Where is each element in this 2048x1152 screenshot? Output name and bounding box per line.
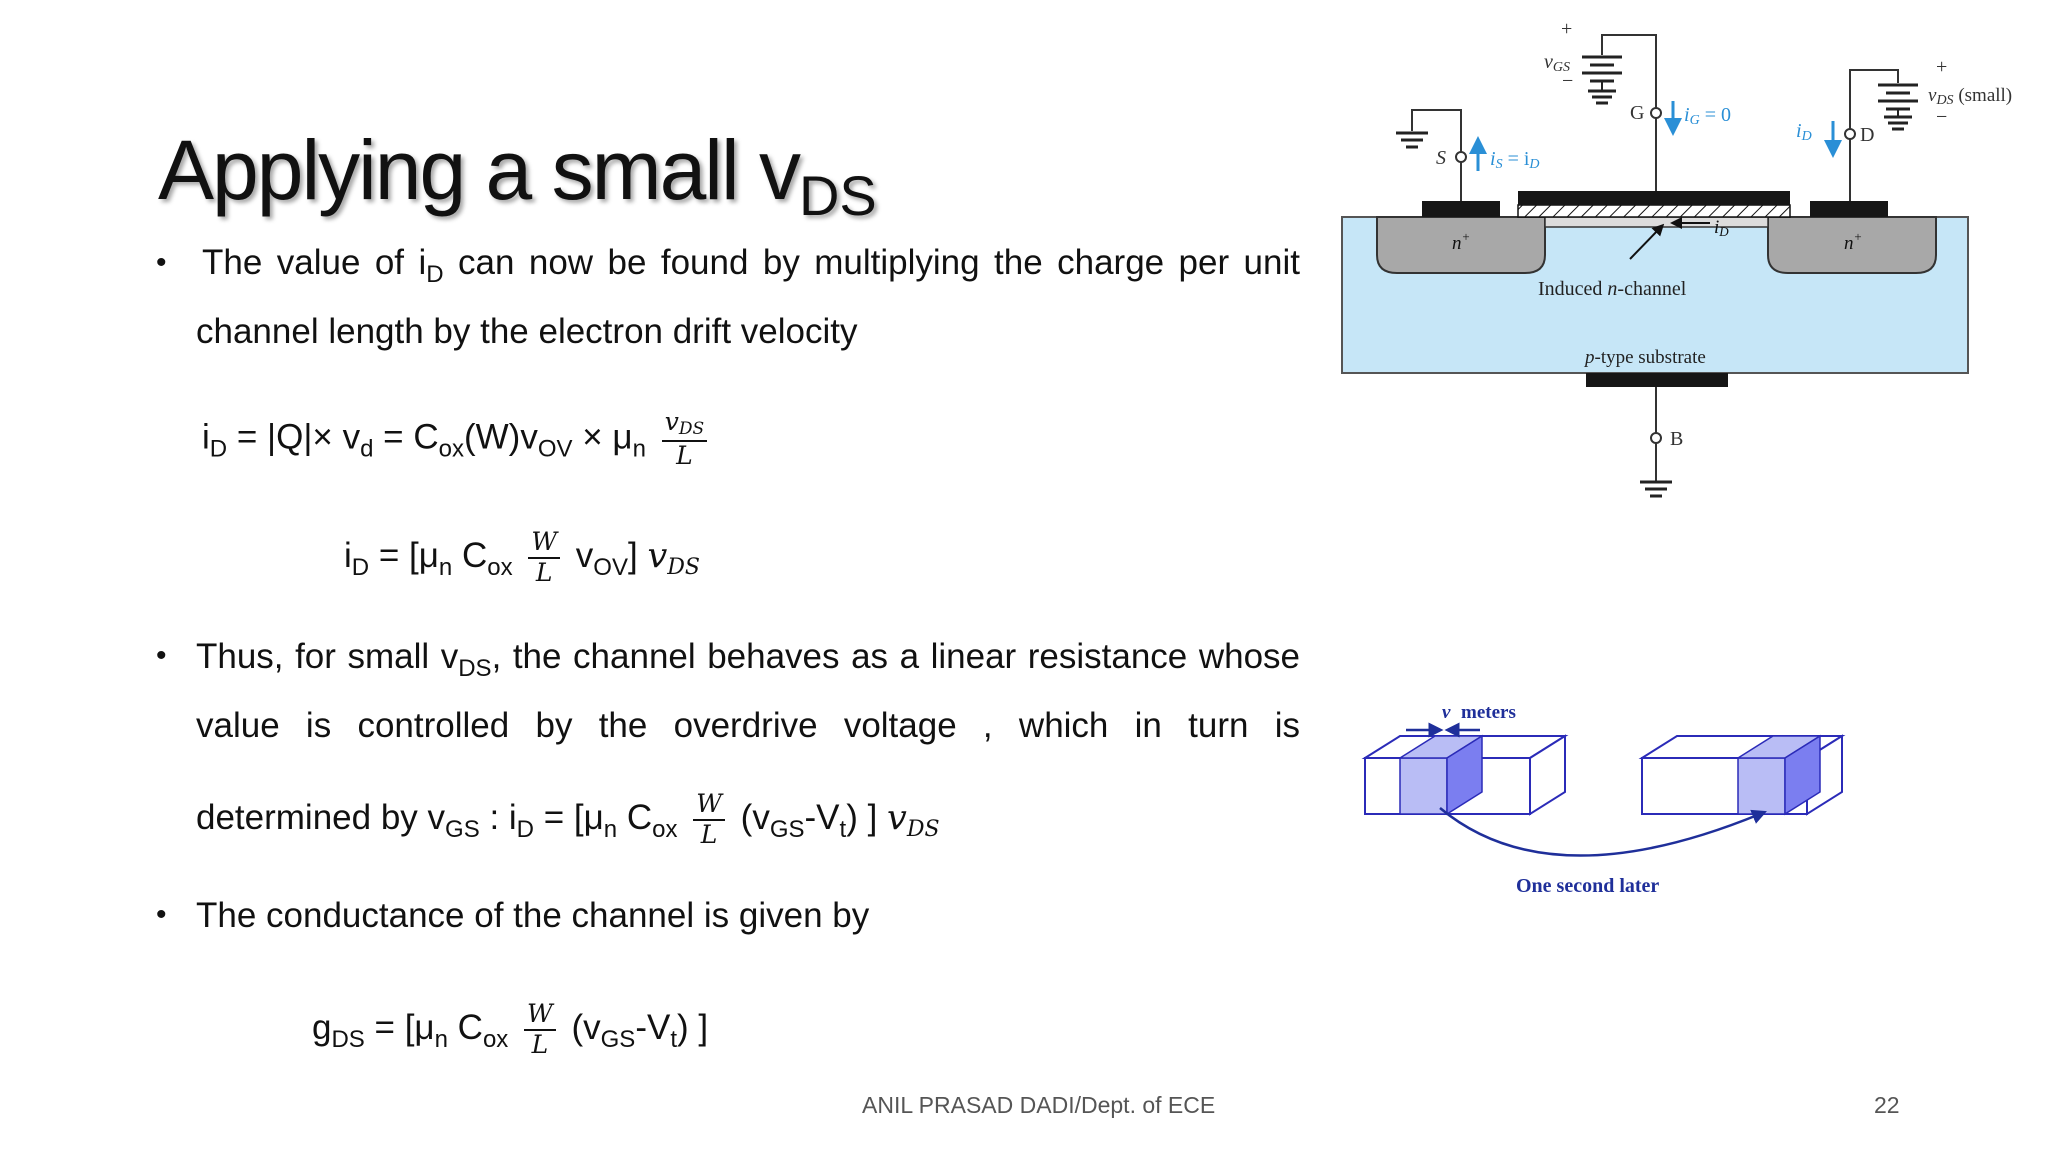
drain-contact xyxy=(1810,201,1888,217)
drain-terminal xyxy=(1844,128,1856,140)
svg-text:One second later: One second later xyxy=(1516,875,1659,897)
svg-text:iD: iD xyxy=(1714,217,1729,239)
bullet-1-line-1: The value of iD can now be found by mult… xyxy=(202,243,1300,288)
body-terminal xyxy=(1650,432,1662,444)
bullet-dot: • xyxy=(156,246,167,279)
bullet-2-line-2: value is controlled by the overdrive vol… xyxy=(196,706,1300,745)
induced-channel xyxy=(1544,216,1769,228)
source-terminal xyxy=(1455,151,1467,163)
svg-text:−: − xyxy=(1936,106,1947,128)
body-contact xyxy=(1586,373,1728,387)
bullet-dot: • xyxy=(156,898,167,931)
gate-electrode xyxy=(1518,191,1790,205)
gate-terminal xyxy=(1650,107,1662,119)
drain-diffusion xyxy=(1767,216,1937,274)
vds-battery-icon xyxy=(1878,83,1918,131)
svg-text:G: G xyxy=(1630,102,1644,124)
svg-text:+: + xyxy=(1936,56,1947,78)
svg-text:B: B xyxy=(1670,428,1683,450)
svg-text:vGS: vGS xyxy=(1544,51,1570,75)
bullet-2-line-1: Thus, for small vDS, the channel behaves… xyxy=(196,637,1300,682)
svg-text:iG = 0: iG = 0 xyxy=(1684,104,1731,128)
svg-text:S: S xyxy=(1436,147,1446,169)
svg-text:iS = iD: iS = iD xyxy=(1490,148,1540,172)
page-number: 22 xyxy=(1874,1092,1900,1118)
svg-text:n+: n+ xyxy=(1452,229,1470,254)
bullet-3-line-1: The conductance of the channel is given … xyxy=(196,896,870,935)
vgs-battery-icon xyxy=(1582,55,1622,105)
gate-oxide xyxy=(1517,204,1791,218)
svg-text:D: D xyxy=(1860,124,1874,146)
slide-title: Applying a small vDS xyxy=(158,123,877,227)
svg-text:p-type substrate: p-type substrate xyxy=(1583,347,1706,368)
mosfet-cross-section-diagram: + vGS − G iG = 0 S iS = iD D iD + vDS (s… xyxy=(1341,18,2012,498)
electron-slab-initial xyxy=(1397,734,1485,816)
svg-text:meters: meters xyxy=(1461,702,1516,723)
bullet-1-line-2: channel length by the electron drift vel… xyxy=(196,312,858,351)
svg-text:iD: iD xyxy=(1796,120,1812,144)
motion-arrow-icon xyxy=(1439,807,1767,857)
bullet-dot: • xyxy=(156,639,167,672)
source-diffusion xyxy=(1376,216,1546,274)
svg-text:−: − xyxy=(1562,70,1573,92)
svg-text:+: + xyxy=(1561,18,1572,40)
svg-text:n+: n+ xyxy=(1844,229,1862,254)
svg-text:vDS (small): vDS (small) xyxy=(1928,85,2012,108)
body-ground-icon xyxy=(1640,480,1672,498)
drift-velocity-diagram: v meters One second later xyxy=(1361,702,1846,897)
footer-author: ANIL PRASAD DADI/Dept. of ECE xyxy=(862,1092,1216,1118)
svg-text:Induced n-channel: Induced n-channel xyxy=(1538,278,1687,300)
source-contact xyxy=(1422,201,1500,217)
svg-text:v: v xyxy=(1442,702,1451,723)
source-ground-icon xyxy=(1396,131,1428,149)
electron-slab-later xyxy=(1735,734,1823,816)
